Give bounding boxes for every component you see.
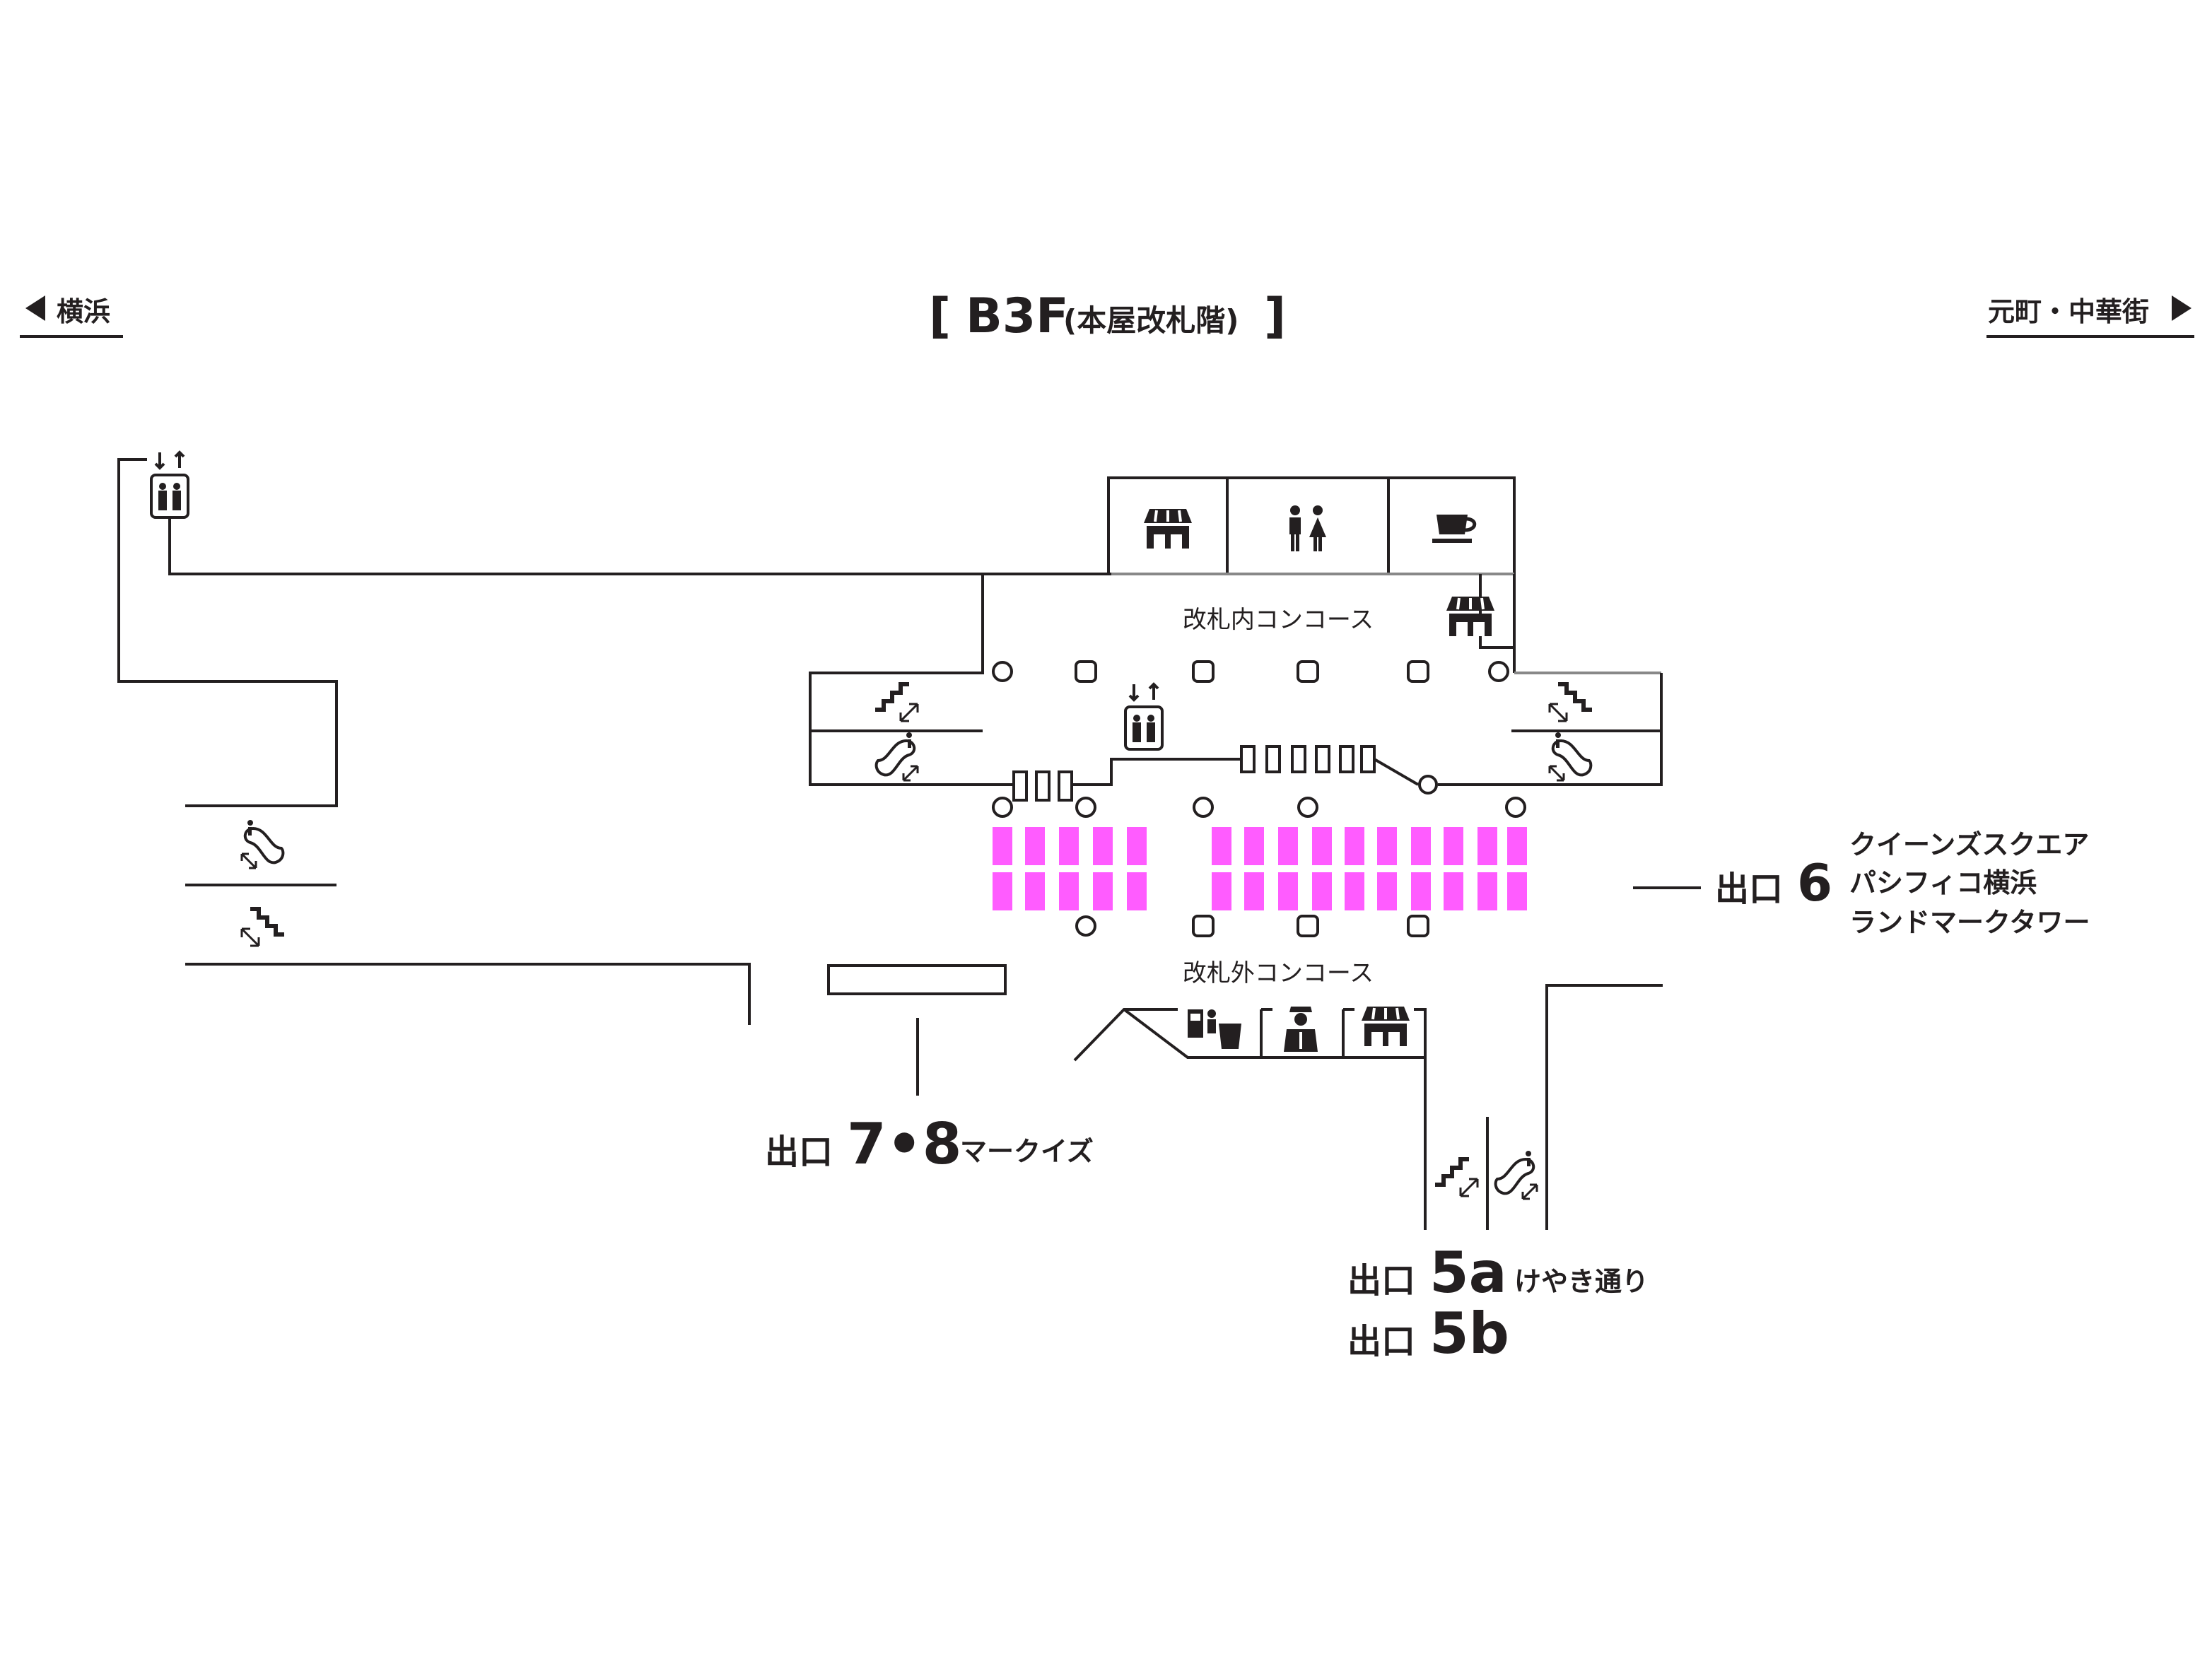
stairs-icon[interactable] [1435,1159,1477,1196]
gate-highlight-block [1212,827,1231,865]
escalator-icon[interactable] [1494,1149,1538,1200]
gate-highlight-block [1411,827,1431,865]
gate-highlight-block [1377,827,1397,865]
station-staff-icon[interactable] [1284,1007,1318,1052]
exit-destination: ランドマークタワー [1849,907,2090,938]
cafe-icon[interactable] [1432,515,1475,543]
shop-icon[interactable] [1445,595,1496,638]
gate-highlight-block [993,827,1012,865]
gate-highlight-block [1244,827,1264,865]
elevator-icon[interactable] [1124,683,1164,751]
inside-concourse-label: 改札内コンコース [1183,606,1374,634]
exit-number: 7•8 [847,1111,961,1177]
outside-concourse-label: 改札外コンコース [1183,959,1374,987]
exit-prefix: 出口 [765,1132,833,1172]
gate-highlight-block [1025,827,1045,865]
escalator-icon[interactable] [240,819,285,869]
gate-highlight-block [1059,827,1079,865]
gate-highlight-block [1244,872,1264,910]
nav-right-label: 元町・中華街 [1988,296,2149,327]
gate-highlight-block [1345,827,1364,865]
elevator-icon[interactable] [150,451,189,519]
stairs-icon[interactable] [242,909,284,946]
columns [992,660,1526,937]
exit-number: 5b [1429,1301,1509,1366]
gate-highlight-block [1025,872,1045,910]
exit-prefix: 出口 [1347,1322,1415,1361]
gate-highlight-block [1093,872,1113,910]
floor-title: [ B3F (本屋改札階) ] [929,288,1286,344]
ticket-machine-icon[interactable] [1188,1009,1241,1049]
gate-highlight-block [1127,872,1147,910]
gate-highlight-block [1278,827,1298,865]
shop-icon[interactable] [1360,1005,1411,1048]
escalator-icon[interactable] [1548,731,1593,782]
gate-highlight-block [1477,872,1497,910]
exit-number: 5a [1429,1240,1507,1306]
gate-highlight-block [1477,827,1497,865]
arrow-left-icon [25,295,45,321]
gate-highlight-block [1127,827,1147,865]
exit-7-8[interactable]: 出口 7•8 マークイズ [765,1111,1094,1177]
bracket-close: ] [1264,288,1286,344]
gate-highlight-block [1312,872,1332,910]
exit-destination: けやき通り [1514,1266,1649,1297]
exit-destination: クイーンズスクエア [1849,829,2089,860]
exit-6[interactable]: 出口 6 クイーンズスクエア パシフィコ横浜 ランドマークタワー [1715,829,2090,938]
exit-prefix: 出口 [1347,1261,1415,1301]
exit-destination: マークイズ [960,1136,1094,1167]
gate-highlight-block [1507,827,1527,865]
exit-5a[interactable]: 出口 5a けやき通り [1347,1240,1649,1306]
exit-number: 6 [1797,853,1832,913]
nav-yokohama[interactable]: 横浜 [20,295,123,338]
gate-highlight-block [993,872,1012,910]
gate-highlight-block [1093,827,1113,865]
gate-highlight-block [1212,872,1231,910]
nav-left-label: 横浜 [57,296,110,327]
toilet-icon[interactable] [1289,505,1326,551]
stairs-icon[interactable] [1550,684,1592,721]
floor-sublabel: (本屋改札階) [1063,303,1239,338]
gate-highlight-block [1278,872,1298,910]
gate-highlight-block [1377,872,1397,910]
ticket-gates [1012,745,1438,802]
exit-destination: パシフィコ横浜 [1849,867,2037,898]
shop-icon[interactable] [1142,508,1193,550]
walls [117,458,1701,1230]
gate-highlight-block [1507,872,1527,910]
escalator-icon[interactable] [874,731,919,782]
gate-highlight-block [1444,827,1463,865]
gate-highlight-block [1411,872,1431,910]
gate-highlight-block [1345,872,1364,910]
exit-5b[interactable]: 出口 5b [1347,1301,1509,1366]
exit-prefix: 出口 [1715,869,1783,909]
gate-highlight-block [1312,827,1332,865]
gate-highlight-block [1444,872,1463,910]
highlighted-gates [993,827,1527,910]
gate-highlight-block [1059,872,1079,910]
bracket-open: [ [929,288,951,344]
nav-motomachi[interactable]: 元町・中華街 [1986,295,2194,338]
floor-label: B3F [966,288,1069,344]
stairs-icon[interactable] [875,684,918,721]
arrow-right-icon [2172,295,2191,321]
